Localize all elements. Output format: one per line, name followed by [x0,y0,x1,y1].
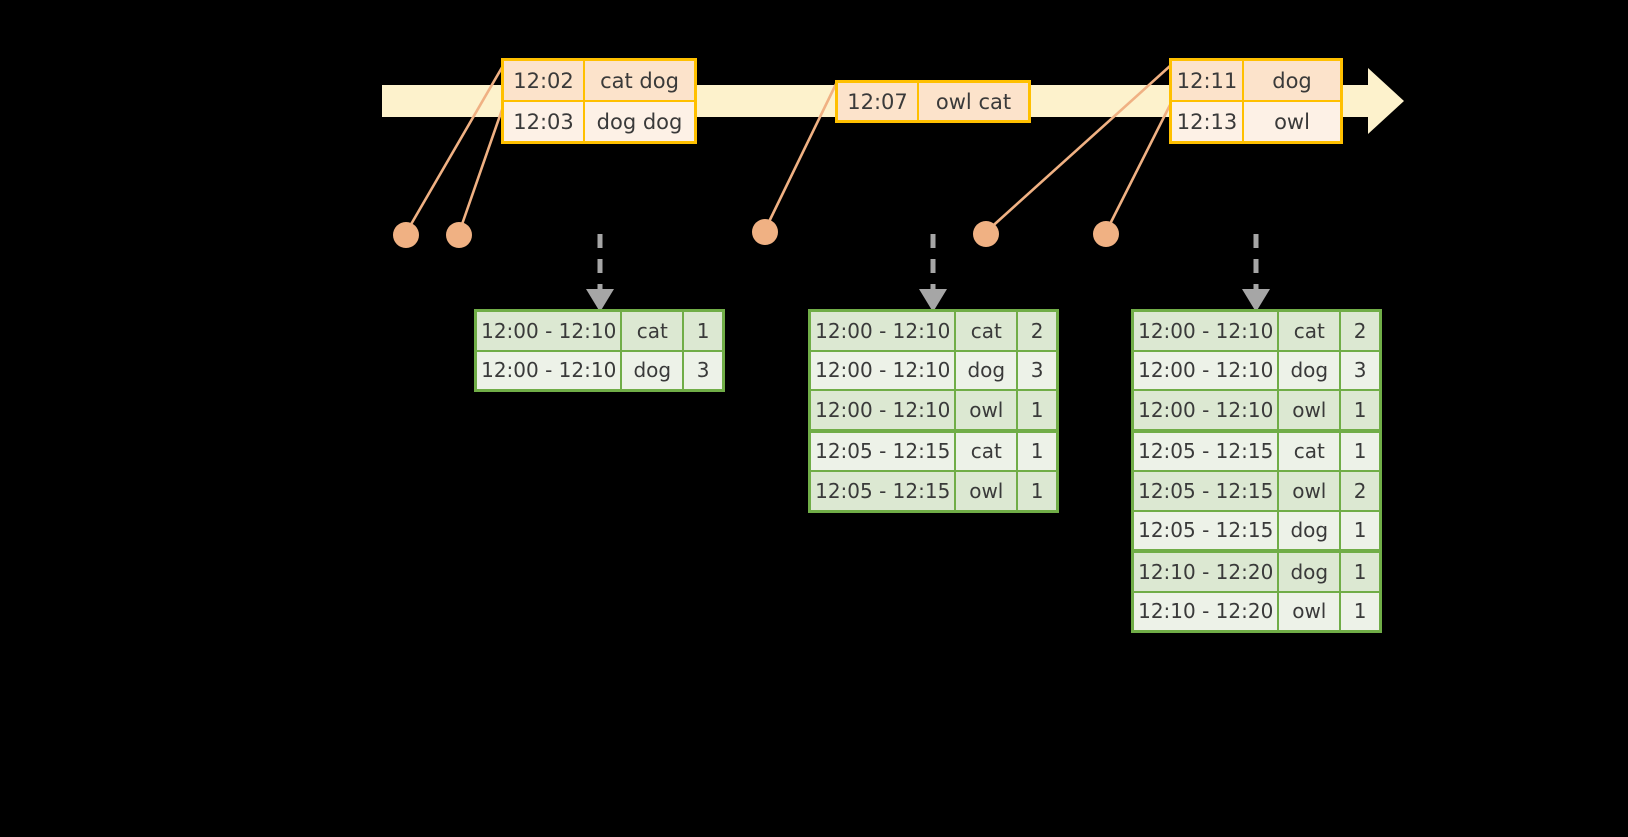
table-row[interactable]: 12:00 - 12:10 owl 1 [811,389,1056,429]
word-cell: cat [1279,432,1342,470]
count-cell: 1 [1018,432,1056,470]
count-cell: 1 [1018,391,1056,429]
connector-line-2 [457,103,506,234]
window-range: 12:00 - 12:10 [811,351,957,389]
count-cell: 2 [1018,312,1056,350]
event-row[interactable]: 12:13 owl [1172,100,1340,141]
event-row[interactable]: 12:02 cat dog [504,61,694,100]
event-row[interactable]: 12:11 dog [1172,61,1340,100]
table-row[interactable]: 12:05 - 12:15 cat 1 [1134,428,1379,470]
word-cell: dog [622,351,685,389]
word-cell: dog [956,351,1019,389]
count-cell: 1 [1018,472,1056,510]
window-range: 12:05 - 12:15 [811,472,957,510]
word-cell: cat [622,312,685,350]
event-words: dog [1244,61,1340,100]
table-row[interactable]: 12:10 - 12:20 owl 1 [1134,590,1379,630]
event-time: 12:02 [504,61,585,100]
table-row[interactable]: 12:05 - 12:15 owl 2 [1134,470,1379,510]
connector-line-3 [763,83,838,231]
window-range: 12:00 - 12:10 [1134,351,1280,389]
word-cell: owl [956,472,1019,510]
table-row[interactable]: 12:00 - 12:10 cat 1 [477,312,722,350]
event-group-2[interactable]: 12:07 owl cat [835,80,1031,123]
table-row[interactable]: 12:00 - 12:10 dog 3 [1134,349,1379,389]
window-range: 12:00 - 12:10 [1134,391,1280,429]
word-cell: dog [1279,351,1342,389]
event-words: owl [1244,102,1340,141]
table-row[interactable]: 12:00 - 12:10 cat 2 [1134,312,1379,350]
window-range: 12:10 - 12:20 [1134,592,1280,630]
count-cell: 1 [1341,432,1379,470]
count-cell: 1 [684,312,722,350]
event-words: dog dog [585,102,694,141]
event-words: cat dog [585,61,694,100]
result-table-1[interactable]: 12:00 - 12:10 cat 1 12:00 - 12:10 dog 3 [474,309,725,392]
word-cell: cat [956,432,1019,470]
word-cell: dog [1279,553,1342,591]
window-range: 12:05 - 12:15 [1134,472,1280,510]
event-marker-1-icon [393,222,419,248]
window-range: 12:00 - 12:10 [477,312,623,350]
event-row[interactable]: 12:07 owl cat [838,83,1028,120]
window-range: 12:05 - 12:15 [811,432,957,470]
event-row[interactable]: 12:03 dog dog [504,100,694,141]
word-cell: cat [1279,312,1342,350]
count-cell: 1 [1341,592,1379,630]
count-cell: 2 [1341,472,1379,510]
table-row[interactable]: 12:00 - 12:10 owl 1 [1134,389,1379,429]
table-row[interactable]: 12:05 - 12:15 dog 1 [1134,509,1379,549]
window-range: 12:00 - 12:10 [811,391,957,429]
word-cell: owl [1279,391,1342,429]
word-cell: cat [956,312,1019,350]
result-table-2[interactable]: 12:00 - 12:10 cat 2 12:00 - 12:10 dog 3 … [808,309,1059,513]
word-cell: owl [1279,592,1342,630]
event-time: 12:07 [838,83,919,120]
window-range: 12:00 - 12:10 [1134,312,1280,350]
event-time: 12:13 [1172,102,1244,141]
event-marker-4-icon [973,221,999,247]
event-group-1[interactable]: 12:02 cat dog 12:03 dog dog [501,58,697,144]
table-row[interactable]: 12:00 - 12:10 cat 2 [811,312,1056,350]
count-cell: 1 [1341,553,1379,591]
table-row[interactable]: 12:00 - 12:10 dog 3 [811,349,1056,389]
table-row[interactable]: 12:00 - 12:10 dog 3 [477,349,722,389]
event-marker-5-icon [1093,221,1119,247]
event-time: 12:03 [504,102,585,141]
window-range: 12:05 - 12:15 [1134,432,1280,470]
window-range: 12:00 - 12:10 [477,351,623,389]
count-cell: 1 [1341,391,1379,429]
event-words: owl cat [919,83,1028,120]
word-cell: owl [1279,472,1342,510]
count-cell: 3 [1341,351,1379,389]
table-row[interactable]: 12:05 - 12:15 cat 1 [811,428,1056,470]
event-time: 12:11 [1172,61,1244,100]
connector-line-1 [404,63,506,234]
window-range: 12:05 - 12:15 [1134,511,1280,549]
connector-line-5 [1104,104,1172,233]
count-cell: 3 [684,351,722,389]
window-range: 12:10 - 12:20 [1134,553,1280,591]
result-table-3[interactable]: 12:00 - 12:10 cat 2 12:00 - 12:10 dog 3 … [1131,309,1382,633]
dashed-arrows [597,234,1259,291]
count-cell: 3 [1018,351,1056,389]
event-group-3[interactable]: 12:11 dog 12:13 owl [1169,58,1343,144]
word-cell: dog [1279,511,1342,549]
event-marker-2-icon [446,222,472,248]
table-row[interactable]: 12:10 - 12:20 dog 1 [1134,549,1379,591]
table-row[interactable]: 12:05 - 12:15 owl 1 [811,470,1056,510]
count-cell: 2 [1341,312,1379,350]
count-cell: 1 [1341,511,1379,549]
word-cell: owl [956,391,1019,429]
event-marker-3-icon [752,219,778,245]
window-range: 12:00 - 12:10 [811,312,957,350]
marker-dots [393,219,1119,248]
